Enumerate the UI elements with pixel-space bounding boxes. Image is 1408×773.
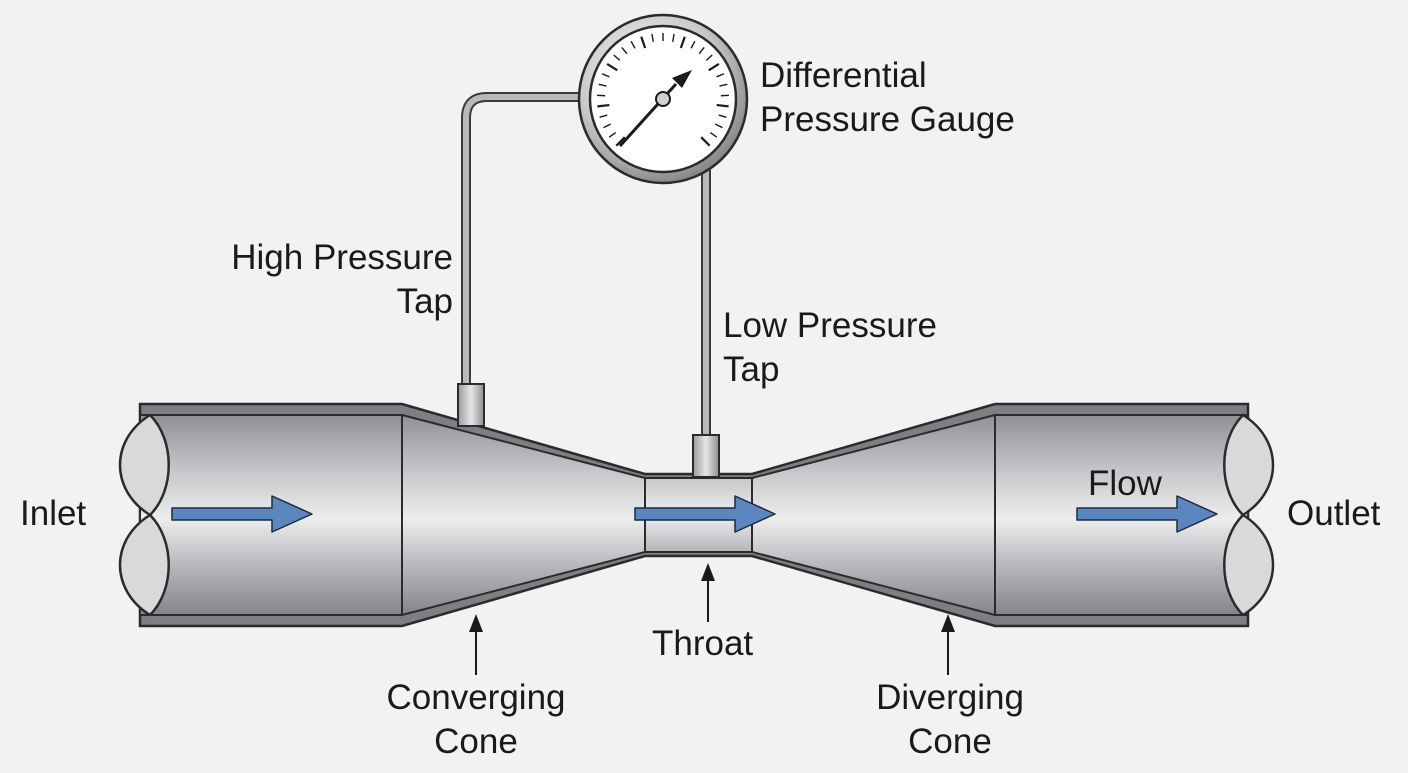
flow-label: Flow <box>1088 462 1162 506</box>
gauge-label-line-2: Pressure Gauge <box>760 98 1015 142</box>
diverging-label-line-1: Diverging <box>840 676 1060 720</box>
pointer-arrow-icon <box>941 614 955 675</box>
low-tap-label-line-1: Low Pressure <box>723 304 937 348</box>
throat-label: Throat <box>652 622 753 666</box>
pointer-arrow-icon <box>701 563 715 622</box>
high-tap-label-line-1: High Pressure <box>180 236 453 280</box>
diverging-label-line-2: Cone <box>840 720 1060 764</box>
high-pressure-tap-label: High Pressure Tap <box>180 236 453 324</box>
low-pressure-tap-label: Low Pressure Tap <box>723 304 937 392</box>
outlet-label: Outlet <box>1287 492 1380 536</box>
gauge-label-line-1: Differential <box>760 54 1015 98</box>
high-pressure-tube <box>466 97 584 385</box>
pointer-arrow-icon <box>469 614 483 675</box>
inlet-label: Inlet <box>20 492 86 536</box>
diverging-cone-label: Diverging Cone <box>840 676 1060 764</box>
converging-label-line-2: Cone <box>366 720 586 764</box>
gauge-tick <box>597 105 609 106</box>
high-tap-label-line-2: Tap <box>180 280 453 324</box>
gauge-label: Differential Pressure Gauge <box>760 54 1015 142</box>
differential-pressure-gauge <box>579 15 747 183</box>
converging-cone-label: Converging Cone <box>366 676 586 764</box>
low-pressure-tap <box>693 435 719 477</box>
converging-label-line-1: Converging <box>366 676 586 720</box>
high-pressure-tap <box>458 384 484 426</box>
gauge-tick <box>717 105 729 106</box>
low-tap-label-line-2: Tap <box>723 348 937 392</box>
